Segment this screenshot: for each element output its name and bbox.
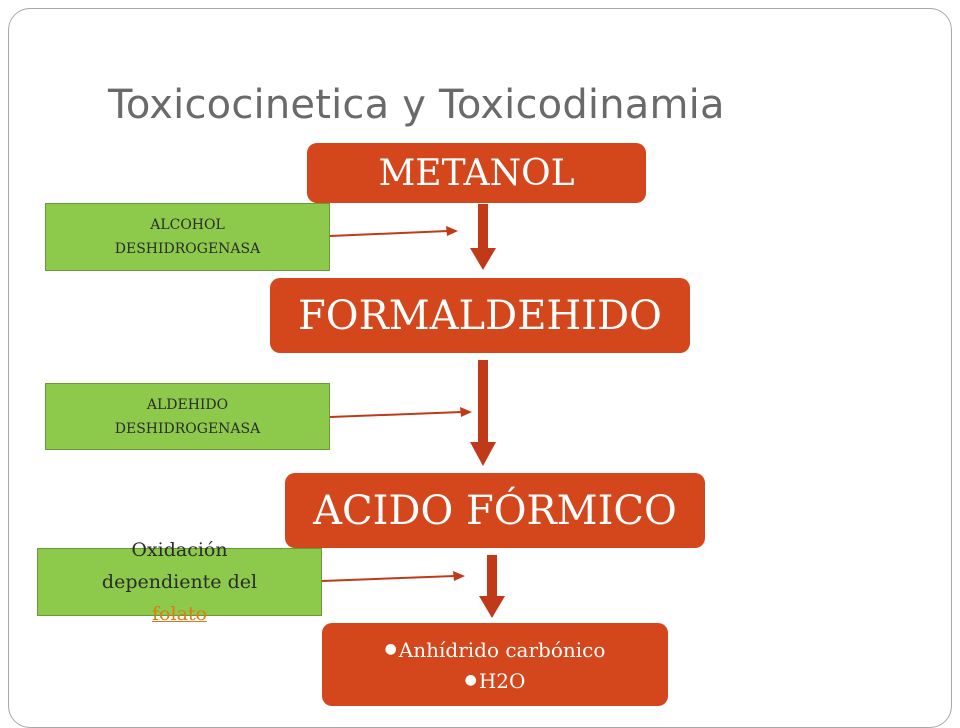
oxidacion-line-2: dependiente del folato	[102, 566, 257, 630]
formaldehido-label: FORMALDEHIDO	[298, 292, 662, 339]
acido-formico-box: ACIDO FÓRMICO	[285, 473, 705, 548]
products-box: ●Anhídrido carbónico ●H2O	[322, 623, 668, 706]
oxidacion-prefix: dependiente del	[101, 571, 258, 593]
product-1-label: Anhídrido carbónico	[398, 637, 606, 662]
oxidacion-folato-box: Oxidación dependiente del folato	[37, 539, 322, 625]
product-item: ●Anhídrido carbónico	[385, 634, 606, 665]
aldehido-deshidrogenasa-box: ALDEHIDO DESHIDROGENASA	[45, 383, 330, 450]
bullet-icon: ●	[464, 671, 477, 688]
formaldehido-box: FORMALDEHIDO	[270, 278, 690, 353]
acido-formico-label: ACIDO FÓRMICO	[313, 487, 677, 534]
oxidacion-line-1: Oxidación	[131, 539, 228, 561]
product-item: ●H2O	[465, 665, 526, 696]
bullet-icon: ●	[384, 640, 397, 657]
enzyme-2-line-2: DESHIDROGENASA	[114, 420, 261, 437]
metanol-box: METANOL	[307, 143, 646, 203]
enzyme-2-line-1: ALDEHIDO	[146, 396, 229, 413]
product-2-label: H2O	[478, 668, 526, 693]
enzyme-1-line-2: DESHIDROGENASA	[114, 241, 261, 257]
alcohol-deshidrogenasa-box: ALCOHOL DESHIDROGENASA	[45, 203, 330, 271]
metanol-label: METANOL	[378, 152, 575, 194]
enzyme-1-line-1: ALCOHOL	[150, 217, 225, 233]
folato-link[interactable]: folato	[152, 603, 207, 625]
slide-title: Toxicocinetica y Toxicodinamia	[108, 82, 725, 128]
